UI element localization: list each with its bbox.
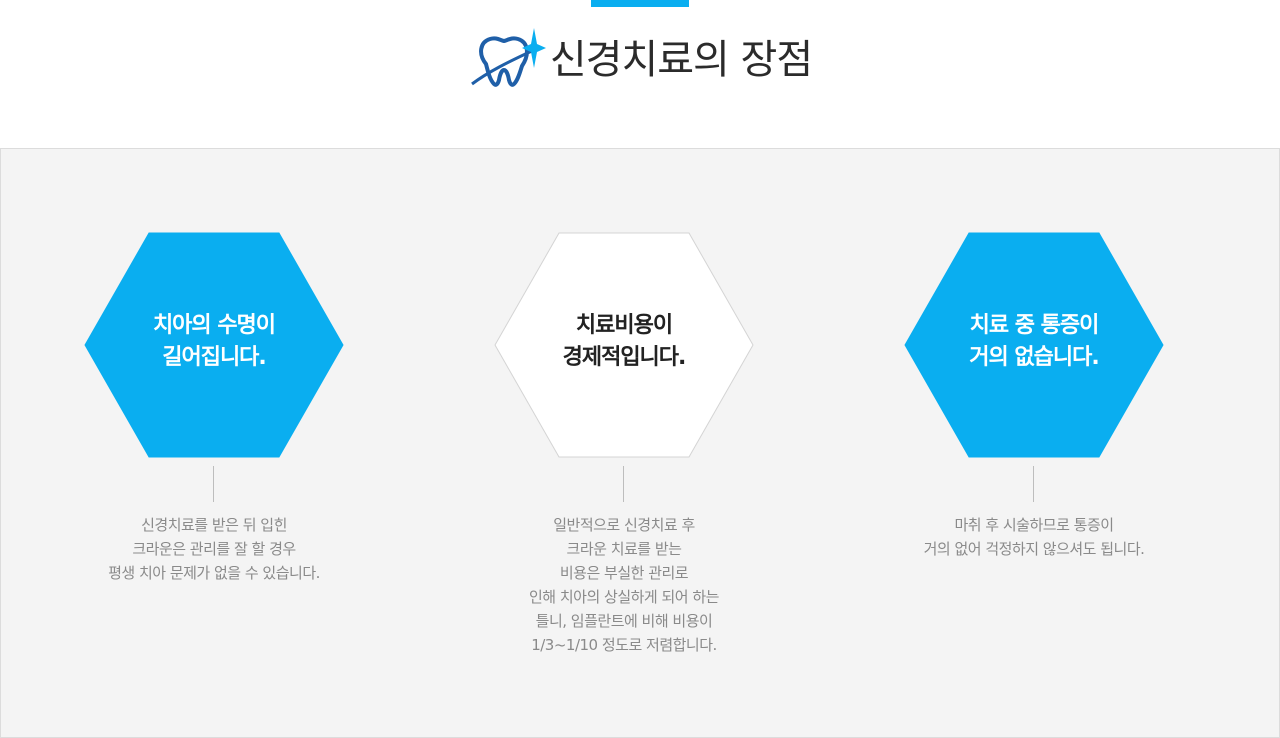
hexagon-title-line: 길어집니다. (162, 345, 267, 370)
hexagon-title: 치아의 수명이 길어집니다. (84, 232, 344, 458)
benefit-card-painless: 치료 중 통증이 거의 없습니다. 마취 후 시술하므로 통증이 거의 없어 걱… (904, 232, 1164, 652)
benefit-card-cost: 치료비용이 경제적입니다. 일반적으로 신경치료 후 크라운 치료를 받는 비용… (494, 232, 754, 654)
hexagon-badge: 치료비용이 경제적입니다. (494, 232, 754, 458)
benefit-description: 일반적으로 신경치료 후 크라운 치료를 받는 비용은 부실한 관리로 인해 치… (454, 513, 794, 657)
hexagon-shape (904, 232, 1164, 458)
hexagon-title-line: 치료비용이 (575, 313, 673, 338)
hexagon-title: 치료 중 통증이 거의 없습니다. (904, 232, 1164, 458)
description-line: 틀니, 임플란트에 비해 비용이 (535, 612, 713, 630)
hexagon-badge: 치아의 수명이 길어집니다. (84, 232, 344, 458)
description-line: 크라운 치료를 받는 (566, 540, 682, 558)
benefit-description: 신경치료를 받은 뒤 입힌 크라운은 관리를 잘 할 경우 평생 치아 문제가 … (44, 513, 384, 585)
description-line: 비용은 부실한 관리로 (559, 564, 689, 582)
hexagon-shape (84, 232, 344, 458)
page-title: 신경치료의 장점 (549, 37, 813, 83)
description-line: 1/3~1/10 정도로 저렴합니다. (531, 636, 717, 654)
section-heading: 신경치료의 장점 (0, 18, 1280, 98)
benefit-card-lifespan: 치아의 수명이 길어집니다. 신경치료를 받은 뒤 입힌 크라운은 관리를 잘 … (84, 232, 344, 652)
benefits-panel: 치아의 수명이 길어집니다. 신경치료를 받은 뒤 입힌 크라운은 관리를 잘 … (0, 148, 1280, 738)
hexagon-badge: 치료 중 통증이 거의 없습니다. (904, 232, 1164, 458)
description-line: 인해 치아의 상실하게 되어 하는 (529, 588, 719, 606)
description-line: 크라운은 관리를 잘 할 경우 (132, 540, 296, 558)
hexagon-shape (494, 232, 754, 458)
connector-line (623, 466, 624, 502)
description-line: 거의 없어 걱정하지 않으셔도 됩니다. (923, 540, 1145, 558)
top-accent-bar (591, 0, 689, 7)
hexagon-title: 치료비용이 경제적입니다. (494, 232, 754, 458)
description-line: 평생 치아 문제가 없을 수 있습니다. (108, 564, 320, 582)
description-line: 신경치료를 받은 뒤 입힌 (141, 516, 287, 534)
tooth-sparkle-icon (468, 24, 548, 94)
description-line: 일반적으로 신경치료 후 (553, 516, 695, 534)
description-line: 마취 후 시술하므로 통증이 (954, 516, 1114, 534)
hexagon-title-line: 치아의 수명이 (152, 313, 276, 338)
hexagon-title-line: 경제적입니다. (562, 345, 687, 370)
hexagon-title-line: 치료 중 통증이 (969, 313, 1100, 338)
benefit-description: 마취 후 시술하므로 통증이 거의 없어 걱정하지 않으셔도 됩니다. (864, 513, 1204, 561)
hexagon-title-line: 거의 없습니다. (969, 345, 1099, 370)
connector-line (213, 466, 214, 502)
connector-line (1033, 466, 1034, 502)
